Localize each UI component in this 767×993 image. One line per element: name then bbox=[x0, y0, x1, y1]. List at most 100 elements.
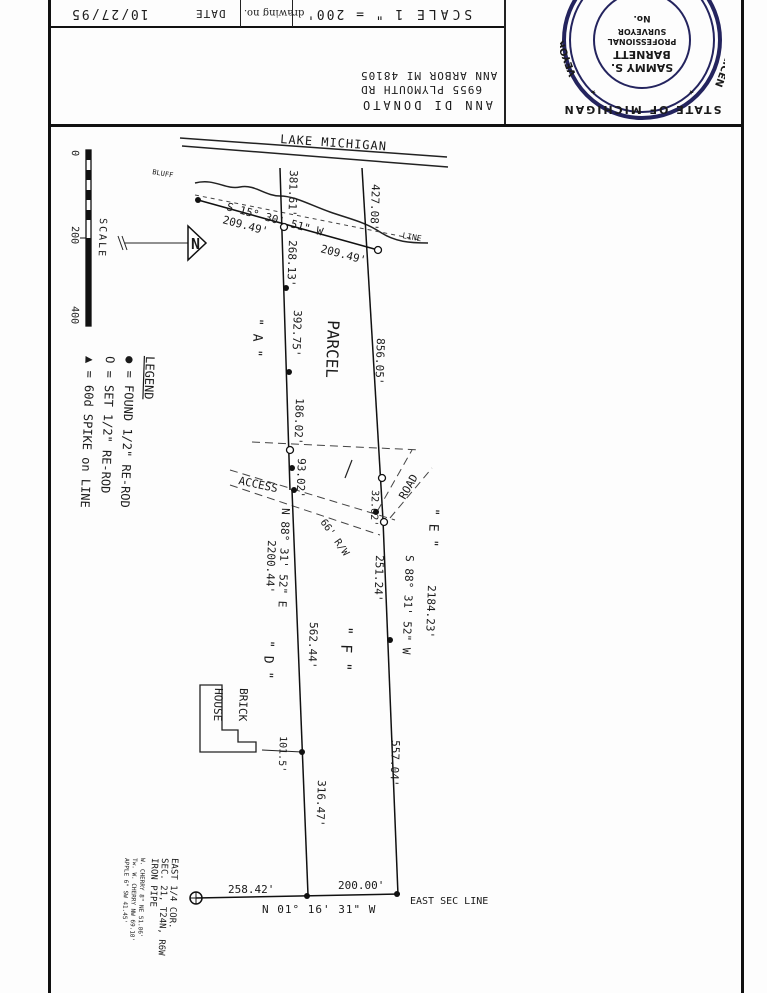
distance-557: 557.04' bbox=[387, 740, 402, 787]
scale-bar-title: SCALE bbox=[96, 218, 108, 258]
witness-note-1: W. CHERRY 8" NE 51.06' bbox=[136, 858, 146, 938]
date-cell bbox=[50, 0, 241, 27]
road-line bbox=[389, 467, 433, 519]
bluff-line bbox=[194, 181, 429, 244]
distance-381: 381.61' bbox=[285, 170, 300, 217]
set-rod-marker bbox=[373, 245, 383, 255]
access-road-line bbox=[229, 484, 381, 536]
set-rod-marker bbox=[379, 517, 389, 527]
brick-house-outline bbox=[199, 684, 257, 753]
drawing-no-cell bbox=[240, 0, 293, 27]
distance-93: 93.02' bbox=[294, 458, 308, 498]
scale-tick-200: 200 bbox=[68, 226, 80, 244]
title-row-divider bbox=[48, 26, 504, 28]
distance-427: 427.08' bbox=[367, 184, 382, 231]
bearing-n01: N 01° 16' 31" W bbox=[262, 903, 376, 916]
road-line bbox=[377, 449, 413, 511]
frame-left-border bbox=[48, 0, 51, 993]
traverse-line bbox=[197, 199, 379, 251]
distance-856: 856.05' bbox=[372, 338, 387, 385]
distance-209-right: 209.49' bbox=[319, 242, 367, 267]
set-rod-marker bbox=[377, 473, 387, 483]
brick-label-2: HOUSE bbox=[211, 688, 225, 722]
found-rod-marker bbox=[304, 893, 310, 899]
set-rod-marker bbox=[285, 445, 295, 455]
corner-note-3: IRON PIPE bbox=[147, 858, 159, 907]
north-arrow-icon: N bbox=[117, 224, 208, 262]
found-rod-marker bbox=[291, 487, 297, 493]
parcel-d-label: " D " bbox=[260, 640, 276, 680]
corner-note-2: SEC. 21, T24N, R6W bbox=[156, 858, 169, 956]
parcel-east-line bbox=[361, 167, 384, 521]
parcel-f-label: " F " bbox=[336, 626, 356, 672]
found-rod-marker bbox=[299, 749, 305, 755]
road-label: ROAD bbox=[396, 472, 421, 501]
access-label: ACCESS bbox=[237, 474, 279, 495]
distance-251: 251.24' bbox=[371, 555, 386, 602]
access-tick bbox=[344, 459, 353, 479]
legend-item-spike: ▲ = 60d SPIKE on LINE bbox=[78, 356, 97, 508]
seal-star-icon: ★ bbox=[590, 87, 596, 97]
legend-item-set: O = SET 1/2" RE-ROD bbox=[98, 356, 117, 494]
corner-note-1: EAST 1/4 COR. bbox=[167, 858, 179, 929]
bearing-n88: N 88° 31' 52" E bbox=[276, 508, 292, 608]
title-block-divider bbox=[48, 124, 744, 127]
distance-392: 392.75' bbox=[289, 310, 304, 357]
scale-tick-400: 400 bbox=[68, 306, 80, 324]
seal-star-icon: ★ bbox=[688, 87, 694, 97]
title-block bbox=[50, 0, 743, 126]
lake-shore-line bbox=[181, 145, 449, 168]
frame-right-border bbox=[741, 0, 744, 993]
svg-text:N: N bbox=[191, 235, 200, 253]
found-rod-marker bbox=[394, 891, 400, 897]
found-rod-marker bbox=[373, 509, 379, 515]
seal-title-line-2: SURVEYOR bbox=[618, 27, 667, 36]
distance-200: 200.00' bbox=[338, 879, 384, 892]
bluff-label: BLUFF bbox=[152, 168, 174, 180]
surveyor-seal: STATE OF MICHIGAN LICEN VEYOR SAMMY S. B… bbox=[560, 0, 725, 120]
lake-shore-line bbox=[179, 137, 448, 158]
lake-label: LAKE MICHIGAN bbox=[280, 132, 388, 153]
access-road-line bbox=[251, 441, 421, 451]
seal-title-line-1: PROFESSIONAL bbox=[608, 37, 677, 46]
east-section-line bbox=[195, 893, 401, 899]
bluff-line-label: LINE bbox=[402, 231, 423, 243]
legend-title: LEGEND bbox=[141, 356, 157, 400]
distance-268: 268.13' bbox=[284, 240, 299, 287]
seal-ring-text: STATE OF MICHIGAN bbox=[563, 103, 722, 116]
set-rod-marker bbox=[279, 222, 289, 232]
found-rod-marker bbox=[387, 637, 393, 643]
found-rod-marker bbox=[283, 285, 289, 291]
parcel-f-east-line bbox=[382, 519, 399, 896]
parcel-west-line bbox=[279, 167, 291, 491]
found-rod-marker bbox=[195, 197, 201, 203]
legend-item-found: ● = FOUND 1/2" RE-ROD bbox=[118, 356, 137, 508]
distance-562: 562.44' bbox=[305, 622, 320, 669]
witness-note-2: Tw. W. CHERRY NW 69.10' bbox=[128, 858, 138, 941]
access-road-line bbox=[229, 469, 396, 521]
parcel-f-west-line bbox=[291, 489, 309, 896]
seal-name-line-2: BARNETT bbox=[613, 48, 671, 61]
seal-cell-divider bbox=[504, 0, 506, 124]
distance-186: 186.02' bbox=[291, 398, 306, 445]
found-rod-marker bbox=[289, 465, 295, 471]
parcel-label: PARCEL bbox=[322, 320, 343, 378]
parcel-a-label: " A " bbox=[249, 318, 265, 358]
distance-2200: 2200.44' bbox=[263, 540, 278, 593]
scale-bar bbox=[80, 149, 92, 327]
bearing-s88: S 88° 31' 52" W bbox=[400, 555, 416, 655]
distance-258: 258.42' bbox=[228, 883, 274, 896]
scale-tick-0: 0 bbox=[69, 150, 80, 156]
witness-note-3: APPLE 6" SW 41.45' bbox=[121, 858, 130, 923]
distance-2184: 2184.23' bbox=[423, 585, 438, 638]
bluff-dashed-line bbox=[194, 194, 421, 241]
found-rod-marker bbox=[286, 369, 292, 375]
seal-no-label: No. bbox=[633, 13, 650, 23]
east-sec-line-label: EAST SEC LINE bbox=[410, 896, 488, 907]
distance-316: 316.47' bbox=[313, 780, 328, 827]
house-offset-line bbox=[261, 749, 303, 753]
brick-label-1: BRICK bbox=[236, 688, 250, 722]
distance-32: 32.62' bbox=[368, 490, 380, 526]
